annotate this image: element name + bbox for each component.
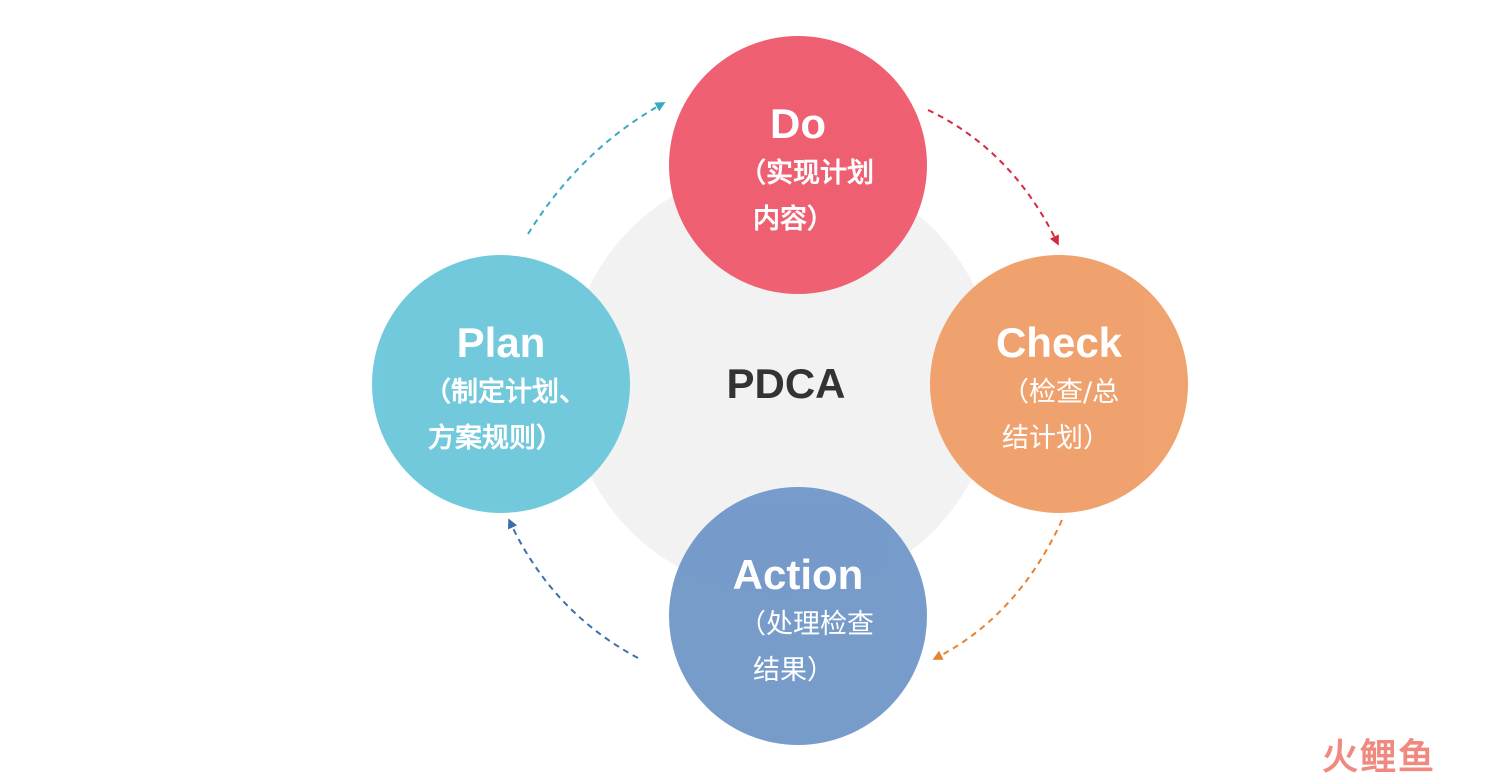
arrow-do-to-check (927, 109, 1059, 246)
node-check-title: Check (995, 319, 1123, 366)
node-check-desc: （检查/总 结计划） (1002, 370, 1119, 462)
node-do-desc-line-2: 内容） (753, 204, 834, 235)
watermark-logo: 火鲤鱼 (1322, 737, 1437, 778)
node-plan-desc-line-1: （制定计划、 (424, 377, 586, 408)
arrow-check-to-action (932, 519, 1063, 660)
node-do-desc-line-1: （实现计划 (739, 158, 874, 189)
arrow-action-to-plan (508, 518, 639, 659)
node-plan-desc: （制定计划、 方案规则） (424, 370, 586, 462)
center-label: PDCA (726, 360, 846, 407)
node-plan-desc-line-2: 方案规则） (428, 423, 563, 454)
node-check-desc-line-1: （检查/总 (1002, 377, 1120, 408)
node-action-title: Action (732, 551, 864, 598)
node-action-desc-line-1: （处理检查 (739, 609, 874, 640)
node-do: Do （实现计划 内容） (669, 36, 927, 294)
node-action: Action （处理检查 结果） (669, 487, 927, 745)
node-action-desc: （处理检查 结果） (739, 602, 874, 694)
node-plan: Plan （制定计划、 方案规则） (372, 255, 630, 513)
node-do-desc: （实现计划 内容） (739, 151, 874, 243)
node-do-title: Do (770, 100, 826, 147)
node-check: Check （检查/总 结计划） (930, 255, 1188, 513)
node-action-desc-line-2: 结果） (753, 655, 834, 686)
arrow-plan-to-do (527, 102, 666, 235)
node-plan-title: Plan (456, 319, 546, 366)
node-check-desc-line-2: 结计划） (1002, 423, 1110, 454)
